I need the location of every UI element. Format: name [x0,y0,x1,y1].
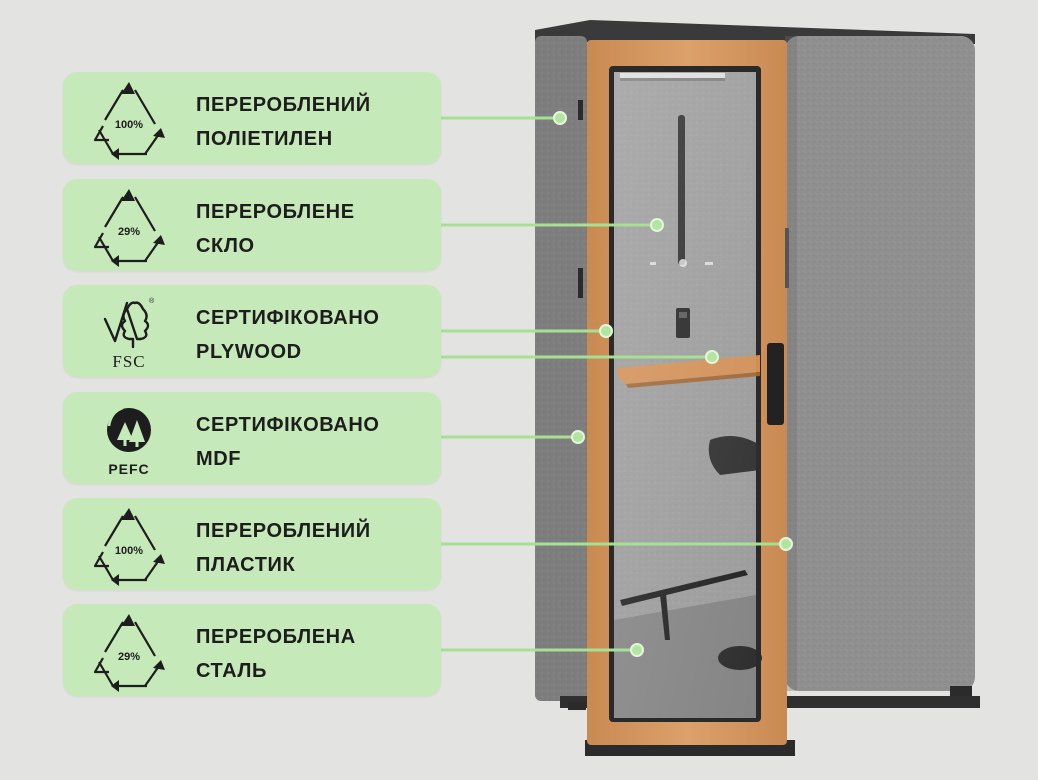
feature-title-line1: ПЕРЕРОБЛЕНИЙ [196,520,371,542]
recycle-29-icon: 29% [93,614,165,692]
feature-card-recycled-glass: 29% ПЕРЕРОБЛЕНЕ СКЛО [63,179,441,271]
feature-title-line2: ПЛАСТИК [196,554,296,576]
feature-title-line1: ПЕРЕРОБЛЕНЕ [196,201,355,223]
feature-title-line1: СЕРТИФІКОВАНО [196,414,380,436]
recycle-100-icon: 100% [93,508,165,586]
feature-card-recycled-steel: 29% ПЕРЕРОБЛЕНА СТАЛЬ [63,604,441,696]
feature-card-recycled-polyethylene: 100% ПЕРЕРОБЛЕНИЙ ПОЛІЕТИЛЕН [63,72,441,164]
svg-text:100%: 100% [115,545,143,557]
pefc-logo-icon: PEFC [107,406,151,477]
feature-title-line1: СЕРТИФІКОВАНО [196,307,380,329]
svg-text:PEFC: PEFC [108,461,149,477]
feature-card-recycled-plastic: 100% ПЕРЕРОБЛЕНИЙ ПЛАСТИК [63,498,441,590]
fsc-logo-icon: ® FSC [103,297,155,371]
feature-title-line1: ПЕРЕРОБЛЕНА [196,626,356,648]
svg-text:®: ® [149,297,155,305]
feature-title-line2: ПОЛІЕТИЛЕН [196,128,333,150]
recycle-29-icon: 29% [93,189,165,267]
svg-text:29%: 29% [118,226,140,238]
feature-title-line2: СТАЛЬ [196,660,267,682]
feature-title-line2: PLYWOOD [196,341,302,363]
feature-card-certified-plywood: ® FSC СЕРТИФІКОВАНО PLYWOOD [63,285,441,377]
svg-text:100%: 100% [115,119,143,131]
feature-title-line2: MDF [196,448,242,470]
feature-title-line2: СКЛО [196,235,255,257]
feature-title-line1: ПЕРЕРОБЛЕНИЙ [196,94,371,116]
svg-text:29%: 29% [118,651,140,663]
door-handle [767,343,784,425]
booth-front-panel [535,36,587,701]
recycle-100-icon: 100% [93,82,165,160]
booth-side-panel [785,36,975,691]
svg-text:FSC: FSC [112,352,145,371]
feature-card-certified-mdf: PEFC СЕРТИФІКОВАНО MDF [63,392,441,484]
